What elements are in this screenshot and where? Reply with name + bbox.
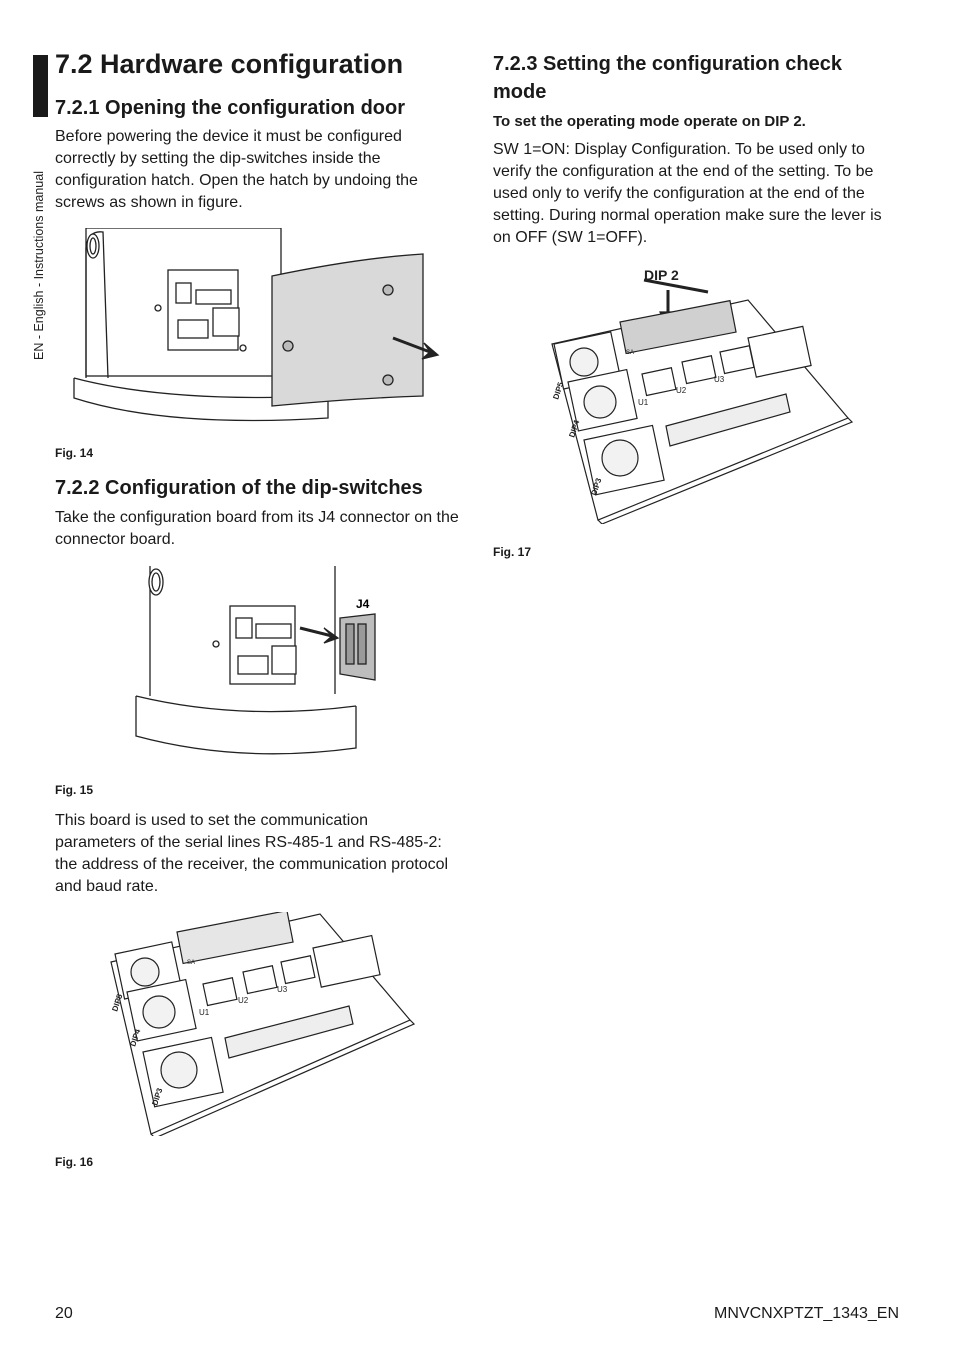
sidebar-label: EN - English - Instructions manual <box>32 171 46 360</box>
figure-14-opening-hatch <box>73 228 440 422</box>
board17-label-u3: U3 <box>714 375 725 384</box>
rotary-dip3[interactable] <box>142 1036 224 1108</box>
subsection-title-check-mode: 7.2.3 Setting the configuration check mo… <box>493 53 842 103</box>
section-title: 7.2 Hardware configuration <box>55 49 404 79</box>
figure-15-callout-j4: J4 <box>356 597 370 611</box>
figure-17-board-dip2: DIP 2 DIP5 DIP4 DIP3 U1 U2 U3 SA <box>551 267 853 524</box>
rotary-dip4[interactable] <box>126 978 197 1042</box>
paragraph-dip2-lead: To set the operating mode operate on DIP… <box>493 113 806 130</box>
board17-label-u1: U1 <box>638 398 649 407</box>
dip2-switch-bank[interactable] <box>619 299 737 355</box>
document-code: MNVCNXPTZT_1343_EN <box>714 1305 899 1322</box>
rotary-dip3[interactable] <box>583 424 665 496</box>
board17-label-dip5: DIP5 <box>551 380 565 400</box>
board16-label-u1: U1 <box>199 1008 210 1017</box>
figure-17-callout-dip2: DIP 2 <box>644 267 679 283</box>
subsection-title-opening-door: 7.2.1 Opening the configuration door <box>55 97 406 119</box>
paragraph-opening-door: Before powering the device it must be co… <box>55 128 418 211</box>
paragraph-check-mode: SW 1=ON: Display Configuration. To be us… <box>493 141 882 246</box>
board17-label-sa: SA <box>626 350 634 356</box>
section-marker-bar <box>33 55 48 117</box>
figure-17-caption: Fig. 17 <box>493 545 532 559</box>
paragraph-board-purpose: This board is used to set the communicat… <box>55 812 449 895</box>
page-number: 20 <box>55 1305 73 1322</box>
rotary-dip4[interactable] <box>567 368 638 432</box>
figure-15-connector-j4: J4 <box>135 566 376 755</box>
board16-label-sa: SA <box>187 960 195 966</box>
board17-label-u2: U2 <box>676 386 687 395</box>
figure-16-caption: Fig. 16 <box>55 1155 94 1169</box>
figure-15-caption: Fig. 15 <box>55 783 94 797</box>
subsection-title-dip-switches: 7.2.2 Configuration of the dip-switches <box>55 477 423 499</box>
board16-label-u2: U2 <box>238 996 249 1005</box>
board16-label-u3: U3 <box>277 985 288 994</box>
figure-16-configuration-board: DIP5 DIP4 DIP3 U1 U2 U3 SA <box>110 912 415 1136</box>
figure-14-caption: Fig. 14 <box>55 446 94 460</box>
paragraph-dip-switches: Take the configuration board from its J4… <box>55 509 459 548</box>
